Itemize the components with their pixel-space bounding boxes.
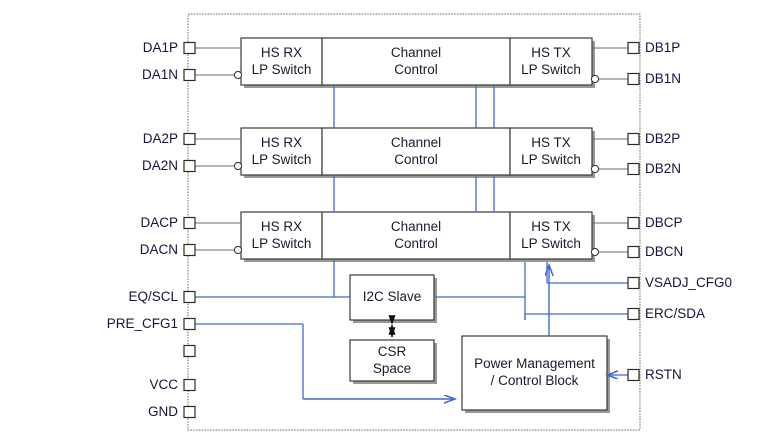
pin-square-PRE_CFG1[interactable] xyxy=(183,317,196,331)
pin-square-DBCN[interactable] xyxy=(627,245,640,259)
pin-label-DBCP: DBCP xyxy=(645,215,683,230)
pin-label-GND: GND xyxy=(148,404,178,419)
pin-label-DBCN: DBCN xyxy=(645,244,684,259)
internal-bus-lines xyxy=(333,85,495,297)
hs-rx-lp-switch-box[interactable] xyxy=(240,127,323,176)
inverting-bubble xyxy=(590,164,600,174)
channel-1-group xyxy=(195,37,633,88)
hs-tx-lp-switch-box[interactable] xyxy=(509,37,593,86)
channel-clock-group xyxy=(195,211,633,262)
pin-square-DBCP[interactable] xyxy=(627,216,640,230)
pin-label-PRE_CFG1: PRE_CFG1 xyxy=(106,316,178,331)
pin-square-DB1N[interactable] xyxy=(627,72,640,86)
pin-square-DA1N[interactable] xyxy=(183,68,196,82)
right-pin-squares xyxy=(627,41,640,382)
pin-square-GND[interactable] xyxy=(183,405,196,419)
pin-square-ERC_SDA[interactable] xyxy=(627,307,640,321)
channel-control-box[interactable] xyxy=(321,211,511,260)
hs-rx-lp-switch-box[interactable] xyxy=(240,37,323,86)
pin-label-DB2N: DB2N xyxy=(645,161,682,176)
pin-square-DB1P[interactable] xyxy=(627,41,640,55)
pin-square-RSTN[interactable] xyxy=(627,368,640,382)
channel-control-box[interactable] xyxy=(321,37,511,86)
pin-label-DB1N: DB1N xyxy=(645,71,682,86)
inverting-bubble xyxy=(590,247,600,257)
pin-square-DA2N[interactable] xyxy=(183,159,196,173)
pin-square-unlabeled-pin[interactable] xyxy=(183,344,196,358)
control-routing xyxy=(195,262,633,399)
hs-tx-lp-switch-box[interactable] xyxy=(509,127,593,176)
pin-label-DA1P: DA1P xyxy=(142,40,178,55)
pin-square-DACN[interactable] xyxy=(183,243,196,257)
pin-label-RSTN: RSTN xyxy=(645,367,682,382)
channel-2-group xyxy=(195,127,633,178)
power-management-box[interactable] xyxy=(461,335,608,411)
pin-label-DB2P: DB2P xyxy=(645,131,681,146)
pin-square-DA1P[interactable] xyxy=(183,41,196,55)
inverting-bubble xyxy=(233,161,243,171)
inverting-bubble xyxy=(233,70,243,80)
channel-control-box[interactable] xyxy=(321,127,511,176)
pin-label-DACP: DACP xyxy=(140,215,178,230)
pin-label-DB1P: DB1P xyxy=(645,40,681,55)
pin-label-DA1N: DA1N xyxy=(141,67,178,82)
left-pin-squares xyxy=(183,41,196,419)
hs-tx-lp-switch-box[interactable] xyxy=(509,211,593,260)
pin-square-VSADJ_CFG0[interactable] xyxy=(627,276,640,290)
pin-square-VCC[interactable] xyxy=(183,378,196,392)
csr-space-box[interactable] xyxy=(349,339,435,382)
pin-label-DACN: DACN xyxy=(139,242,178,257)
pin-square-EQ_SCL[interactable] xyxy=(183,290,196,304)
pin-square-DB2P[interactable] xyxy=(627,132,640,146)
inverting-bubble xyxy=(233,245,243,255)
pin-label-VSADJ_CFG0: VSADJ_CFG0 xyxy=(645,275,733,290)
pin-label-DA2P: DA2P xyxy=(142,131,178,146)
pin-label-ERC_SDA: ERC/SDA xyxy=(645,306,706,321)
pin-square-DB2N[interactable] xyxy=(627,162,640,176)
csr-space-group xyxy=(349,339,437,384)
pin-label-EQ_SCL: EQ/SCL xyxy=(128,289,178,304)
hs-rx-lp-switch-box[interactable] xyxy=(240,211,323,260)
i2c-slave-group xyxy=(349,274,437,323)
pin-label-DA2N: DA2N xyxy=(141,158,178,173)
pin-label-VCC: VCC xyxy=(149,377,178,392)
power-management-group xyxy=(461,335,610,413)
inverting-bubble xyxy=(590,74,600,84)
i2c-slave-box[interactable] xyxy=(349,274,435,321)
pin-square-DA2P[interactable] xyxy=(183,132,196,146)
pin-square-DACP[interactable] xyxy=(183,216,196,230)
